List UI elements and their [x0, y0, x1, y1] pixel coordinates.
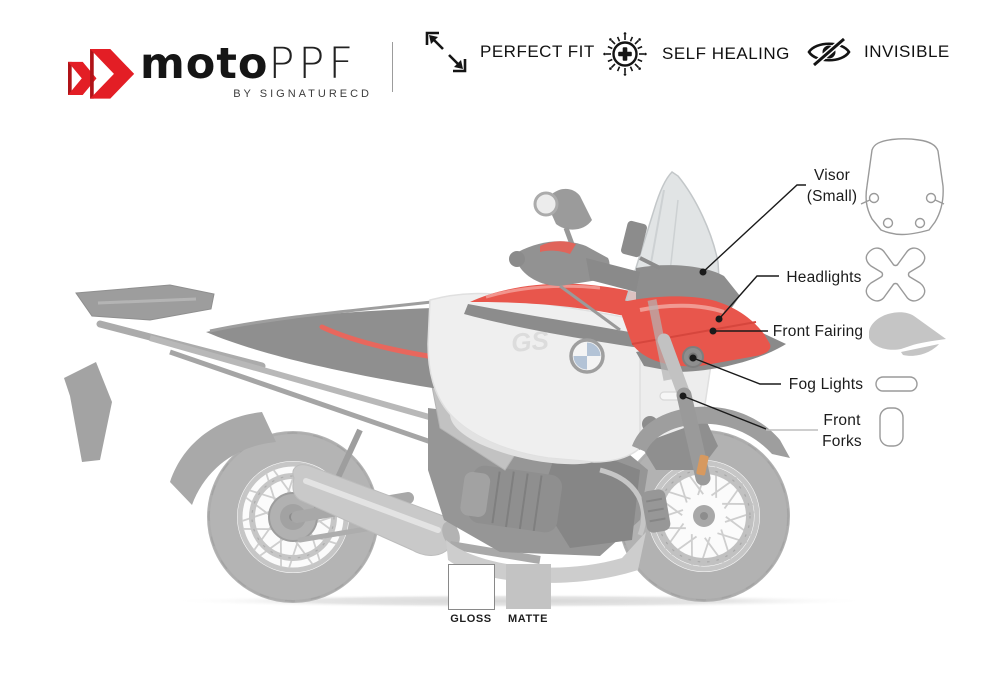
front-fairing-red [622, 296, 786, 372]
callout-line-visor [702, 184, 806, 273]
brand-tagline: BY SIGNATURECD [233, 88, 372, 100]
header-divider [392, 42, 393, 92]
handguard [518, 241, 610, 286]
brake-caliper [641, 489, 671, 533]
part-shape-front-fairing [869, 312, 946, 356]
part-shapes [860, 138, 946, 447]
part-shape-fog-lights [875, 376, 918, 392]
callout-lines [682, 184, 818, 431]
brand-moto: moto [140, 39, 269, 89]
feature-label: INVISIBLE [864, 42, 950, 61]
feature-label: SELF HEALING [662, 44, 790, 63]
callout-line-front-forks [682, 395, 767, 430]
part-shape-headlights [865, 247, 926, 302]
feature-self-healing: SELF HEALING [600, 0, 790, 114]
finish-label-matte: MATTE [507, 613, 549, 625]
expand-arrows-icon [425, 31, 467, 73]
callout-label-front-forks: Front Forks [822, 412, 862, 450]
finish-swatch-matte[interactable] [506, 564, 551, 609]
callout-line-headlights [718, 275, 779, 320]
self-healing-icon [603, 32, 647, 76]
feature-invisible: INVISIBLE [806, 0, 950, 112]
feature-perfect-fit: PERFECT FIT [424, 0, 595, 112]
callout-label-visor: Visor (Small) [806, 167, 858, 205]
rear-bodywork [64, 284, 469, 543]
front-end [632, 299, 790, 533]
mirror [548, 188, 592, 230]
callout-dots [679, 268, 723, 400]
eye-off-icon [807, 36, 851, 68]
callout-label-headlights: Headlights [786, 269, 862, 286]
part-shape-front-forks [879, 407, 904, 447]
brand-text: motoPPF [140, 40, 357, 88]
bmw-roundel-icon [569, 338, 605, 374]
callout-label-front-fairing: Front Fairing [772, 323, 864, 340]
brand-ppf: PPF [268, 39, 358, 89]
fork-reflector [696, 454, 709, 476]
feature-label: PERFECT FIT [480, 42, 595, 61]
finish-label-gloss: GLOSS [450, 613, 492, 625]
logo-chevrons-icon [68, 49, 135, 99]
cockpit [509, 171, 740, 332]
header: motoPPF BY SIGNATURECD PERFECT FIT [0, 0, 1000, 120]
callout-label-fog-lights: Fog Lights [788, 376, 864, 393]
gps-unit [621, 220, 647, 258]
callout-line-fog-lights [692, 357, 781, 385]
finish-swatch-gloss[interactable] [448, 564, 495, 610]
exhaust-muffler [292, 464, 541, 564]
part-shape-visor [860, 138, 945, 236]
front-fender [632, 406, 790, 458]
